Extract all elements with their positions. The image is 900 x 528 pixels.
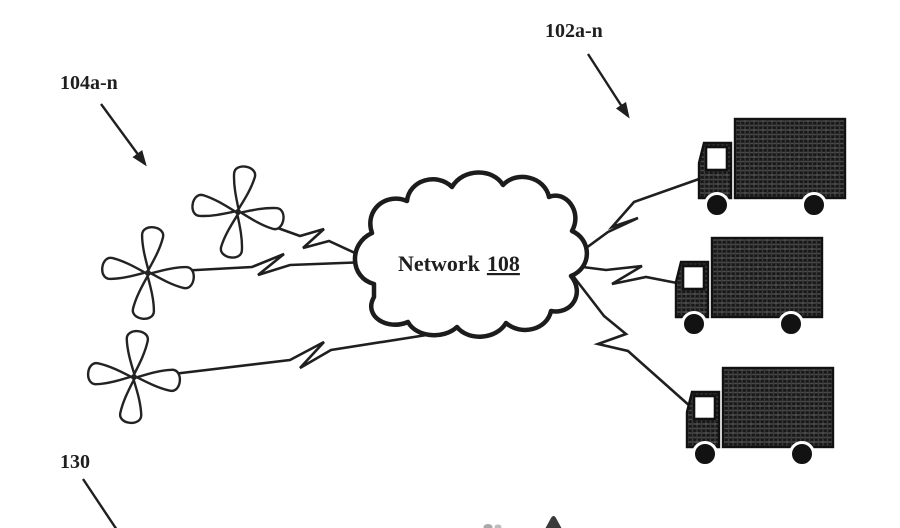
rotor-fan-icon bbox=[82, 325, 186, 429]
label-truck-group: 102a-n bbox=[545, 20, 603, 42]
wireless-link-bolt bbox=[172, 329, 453, 376]
rotor-fan-icon bbox=[95, 220, 201, 326]
wireless-link-bolt bbox=[566, 263, 678, 286]
wireless-link-bolt bbox=[177, 252, 369, 277]
cloud-outline bbox=[352, 170, 589, 339]
network-name: Network bbox=[398, 251, 481, 276]
rotor-fan-icon bbox=[183, 157, 293, 267]
wireless-link-bolt bbox=[565, 267, 692, 408]
label-line-bottom-left bbox=[82, 478, 118, 528]
network-ref-number: 108 bbox=[487, 251, 520, 276]
delivery-truck-icon bbox=[697, 117, 847, 218]
label-arrow-rotor-group bbox=[100, 103, 147, 167]
cropped-caption-fragment bbox=[483, 516, 562, 528]
label-bottom-left: 130 bbox=[60, 451, 90, 473]
wireless-link-bolt bbox=[260, 220, 369, 261]
label-arrow-truck-group bbox=[586, 53, 630, 119]
wireless-link-bolt bbox=[566, 177, 700, 264]
delivery-truck-icon bbox=[674, 236, 824, 337]
delivery-truck-icon bbox=[685, 366, 835, 467]
label-rotor-group: 104a-n bbox=[60, 72, 118, 94]
